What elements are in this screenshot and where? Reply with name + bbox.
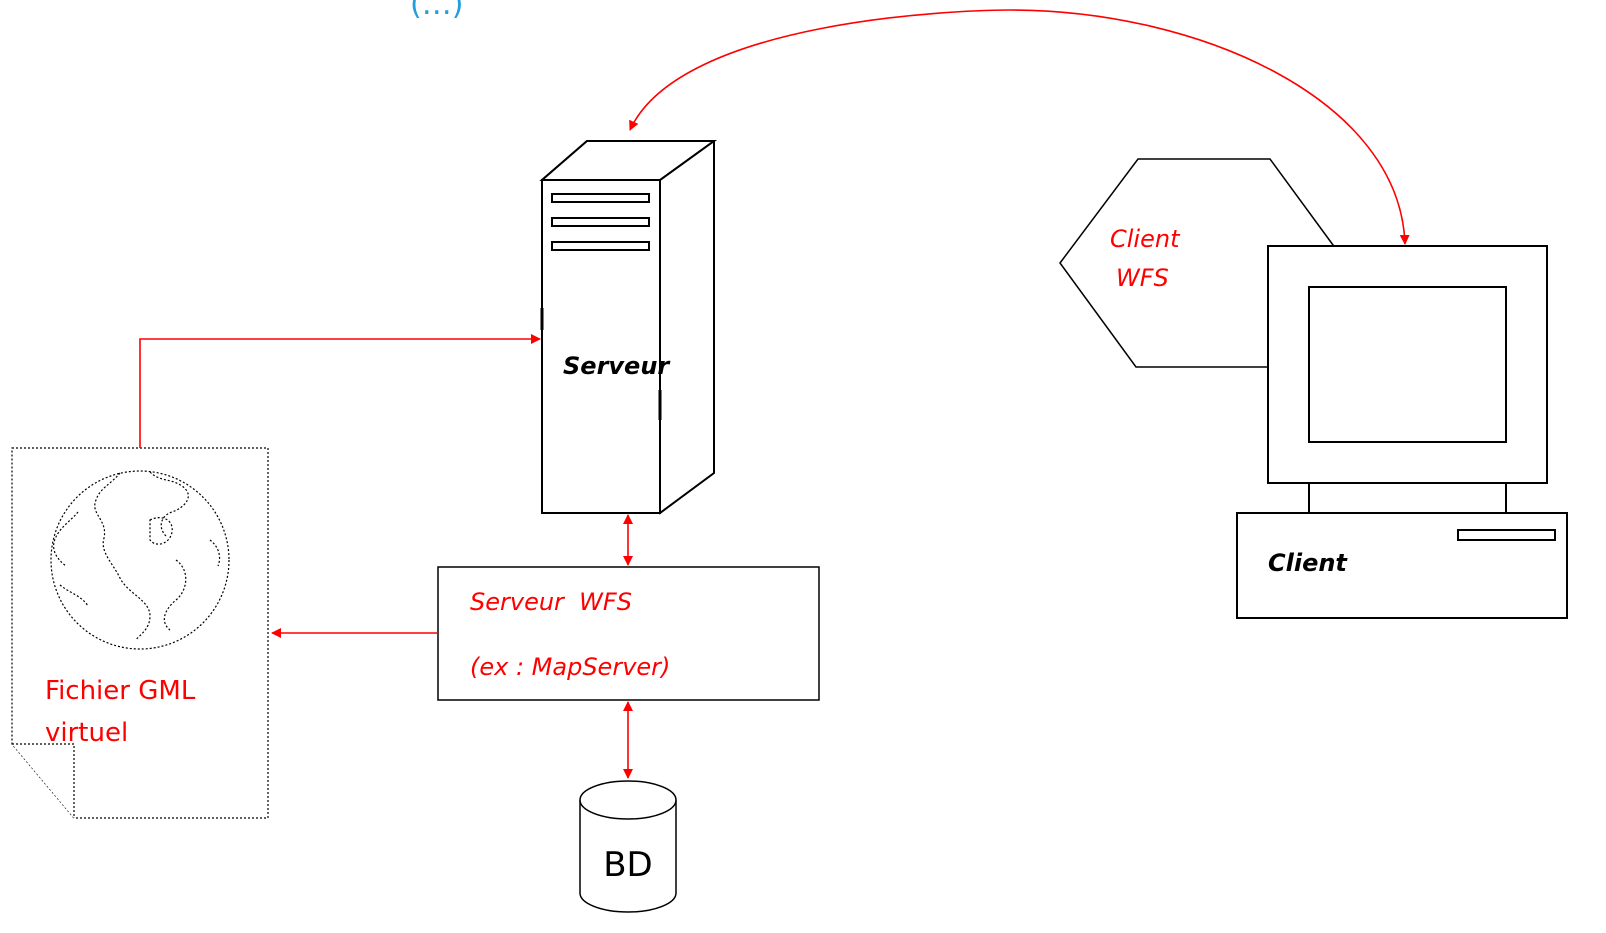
database-label: BD [603, 845, 653, 885]
client-server-connection [629, 9, 1410, 245]
client-wfs-label: Client [1110, 225, 1181, 253]
database-icon [579, 780, 677, 913]
globe-icon [50, 470, 230, 650]
header-fragment: (…) [410, 0, 463, 22]
client-computer-icon [1236, 245, 1568, 619]
wfs-server-label: Serveur WFS [470, 588, 632, 616]
wfs-server-example: (ex : MapServer) [470, 653, 670, 681]
client-label: Client [1268, 549, 1348, 577]
gml-file-label: Fichier GML [45, 676, 196, 706]
gml-to-server-arrow [139, 334, 541, 448]
server-label: Serveur [563, 352, 671, 380]
gml-file-sublabel: virtuel [45, 718, 128, 748]
server-tower-icon [539, 140, 718, 515]
gml-file-icon [11, 447, 269, 819]
client-wfs-sublabel: WFS [1116, 264, 1169, 292]
